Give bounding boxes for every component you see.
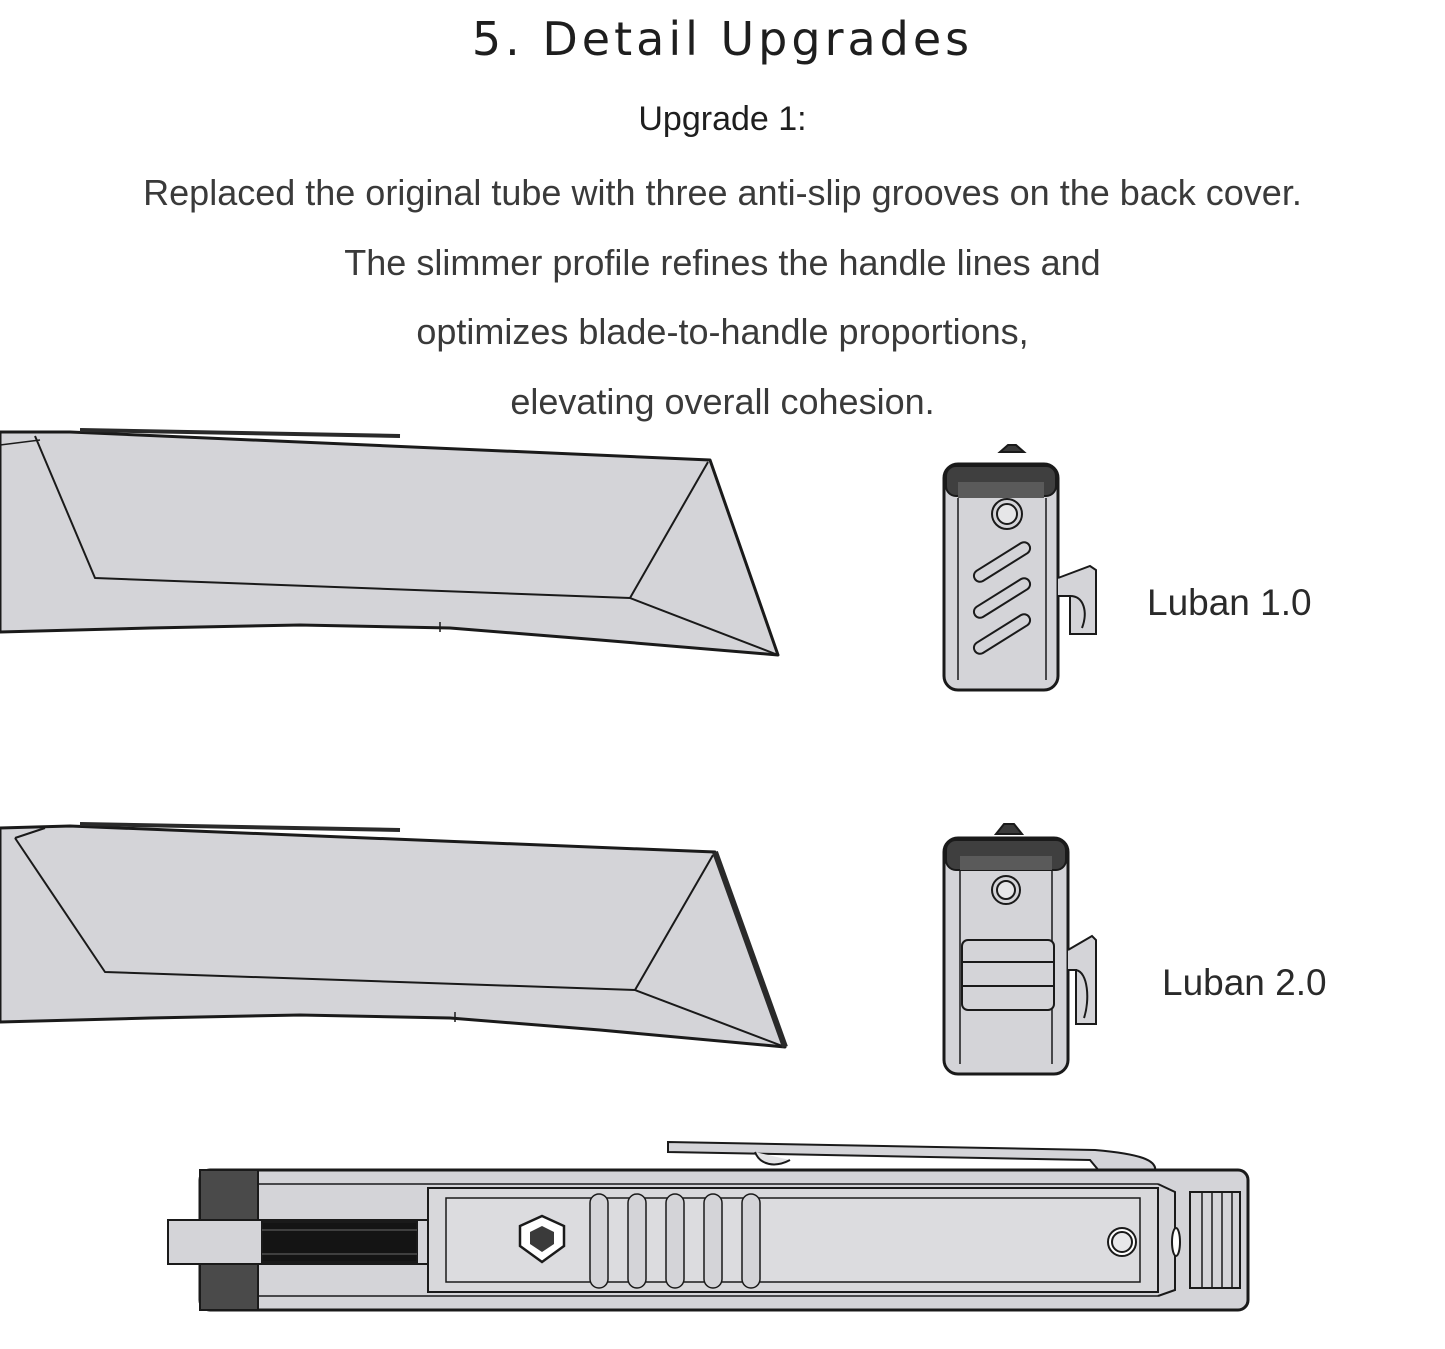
- knife-top-view: [167, 1140, 1250, 1312]
- section-subtitle: Upgrade 1:: [638, 100, 807, 138]
- luban-1-end-view: [942, 444, 1097, 692]
- description-line-2: The slimmer profile refines the handle l…: [344, 242, 1101, 283]
- version-label-luban-1: Luban 1.0: [1147, 582, 1312, 623]
- page-title: 5. Detail Upgrades: [471, 12, 974, 66]
- luban-2-end-view: [942, 823, 1097, 1076]
- description-line-1: Replaced the original tube with three an…: [143, 172, 1302, 213]
- version-label-luban-2: Luban 2.0: [1162, 962, 1327, 1003]
- luban-2-side-profile: [0, 822, 788, 1049]
- description-line-3: optimizes blade-to-handle proportions,: [416, 311, 1029, 352]
- description-line-4: elevating overall cohesion.: [510, 381, 935, 422]
- luban-1-side-profile: [0, 428, 780, 657]
